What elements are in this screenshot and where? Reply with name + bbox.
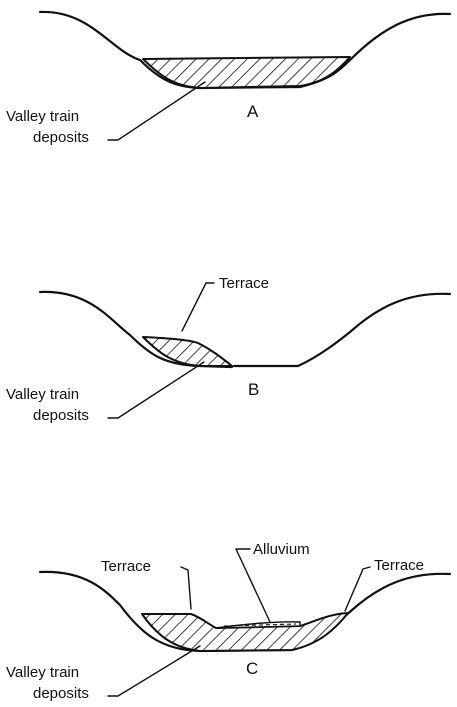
deposits-label-a-line1: Valley train xyxy=(6,108,79,125)
valley-floor-b xyxy=(234,294,450,366)
deposits-label-b-line2: deposits xyxy=(33,407,89,424)
deposits-leader-a xyxy=(108,82,205,140)
terrace-left-label-c: Terrace xyxy=(101,558,151,575)
deposits-leader-c xyxy=(108,646,200,696)
terrace-deposit-b xyxy=(143,337,232,366)
alluvium-label-c: Alluvium xyxy=(253,541,310,558)
deposits-label-c-line1: Valley train xyxy=(6,664,79,681)
panel-letter-c: C xyxy=(246,659,258,678)
panel-a: Valley train deposits A xyxy=(6,12,450,146)
deposits-label-c-line2: deposits xyxy=(33,685,89,702)
terrace-right-label-c: Terrace xyxy=(374,557,424,574)
panel-letter-a: A xyxy=(247,102,259,121)
terrace-leader-b xyxy=(182,283,214,331)
alluvium-leader-c xyxy=(236,549,270,622)
deposits-label-b-line1: Valley train xyxy=(6,386,79,403)
panel-b: Terrace Valley train deposits B xyxy=(6,275,450,424)
terrace-label-b: Terrace xyxy=(219,275,269,292)
panel-letter-b: B xyxy=(248,380,259,399)
deposits-leader-b xyxy=(108,362,204,418)
valley-train-deposit-c xyxy=(142,613,348,651)
panel-c: Terrace Alluvium Terrace Valley train de… xyxy=(6,541,450,702)
deposits-label-a-line2: deposits xyxy=(33,129,89,146)
terrace-left-leader-c xyxy=(181,567,191,609)
